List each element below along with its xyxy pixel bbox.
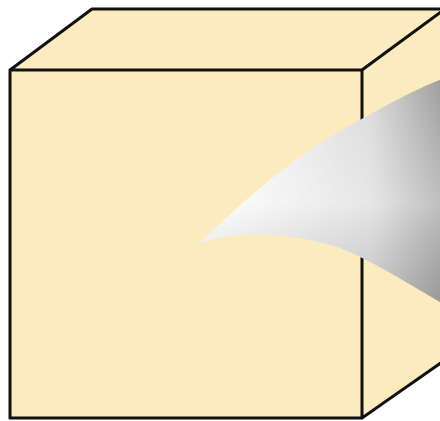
cube-front-face [10, 70, 362, 418]
